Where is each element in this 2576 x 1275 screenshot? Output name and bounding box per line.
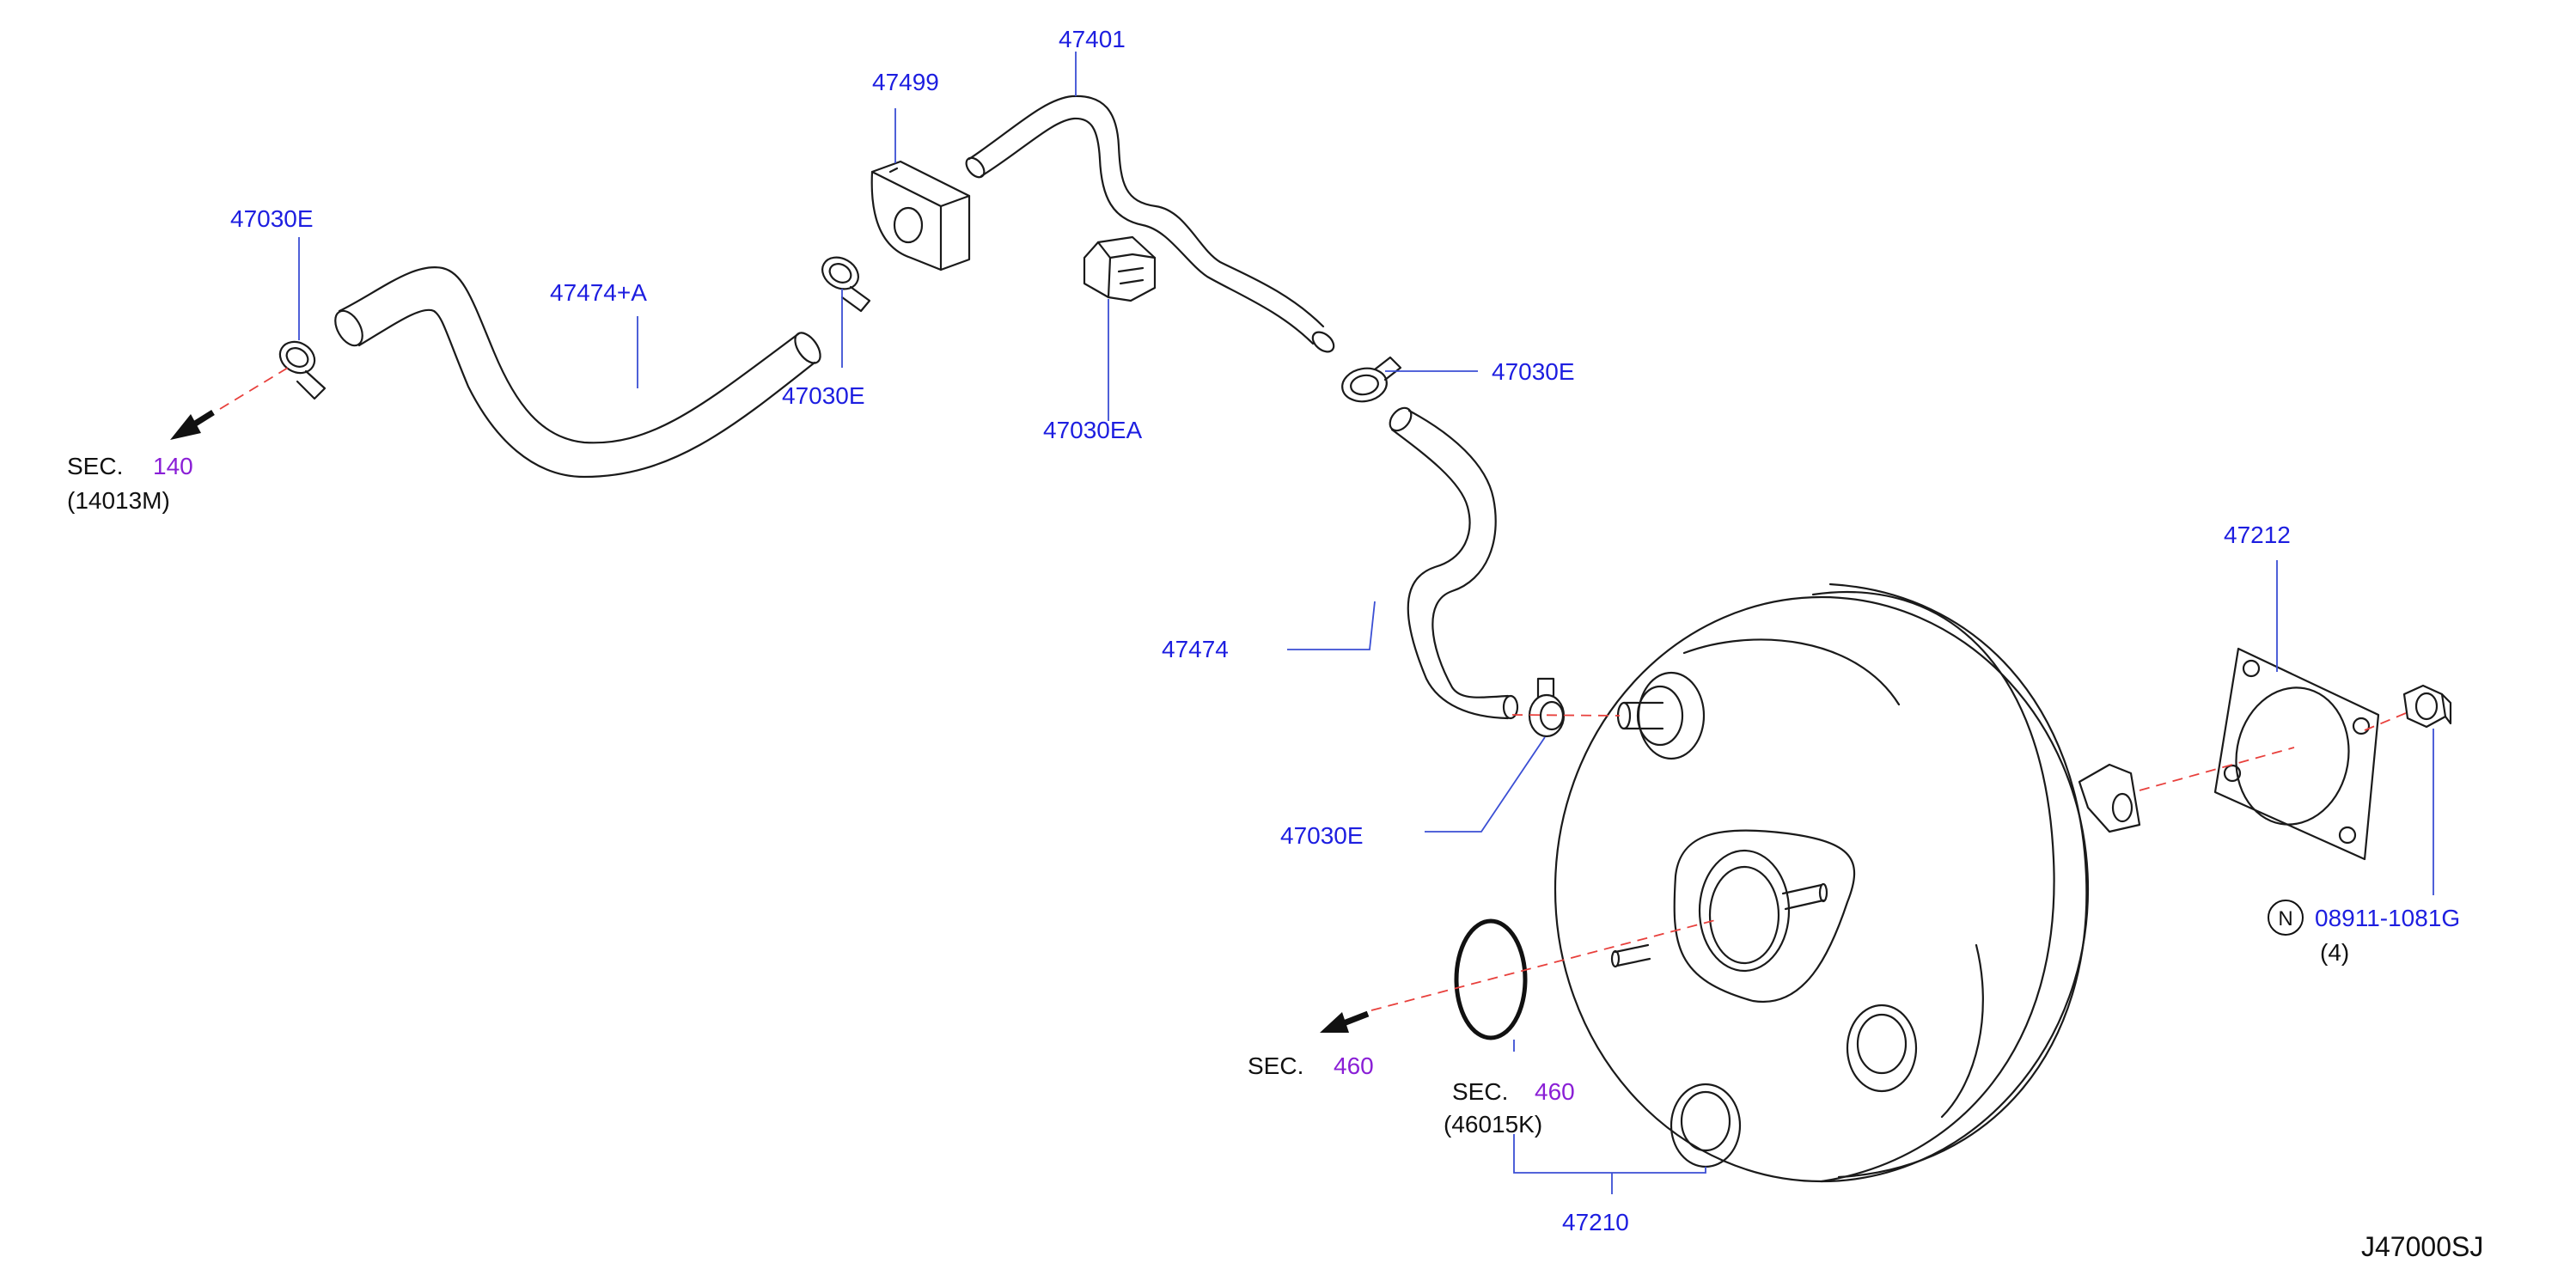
nut-08911-1081g	[2402, 684, 2452, 729]
direction-arrow-sec140	[170, 410, 215, 440]
section-ref-460-left: SEC. 460	[1248, 1052, 1374, 1079]
section-ref-460-oring: SEC. 460 (46015K)	[1444, 1078, 1575, 1138]
label-47030e-left: 47030E	[230, 205, 314, 232]
o-ring-46015k	[1454, 918, 1528, 1040]
label-08911-1081g: 08911-1081G	[2315, 905, 2460, 931]
diagram-id: J47000SJ	[2361, 1231, 2483, 1262]
hose-47474a	[334, 265, 821, 479]
label-47212: 47212	[2224, 522, 2291, 548]
sec-prefix-140: SEC.	[67, 453, 123, 479]
sec-number-460-oring: 460	[1535, 1078, 1575, 1105]
label-47030ea: 47030EA	[1043, 417, 1143, 443]
bracket-47499	[870, 160, 971, 271]
clamp-47030e-right	[1341, 356, 1402, 403]
hose-47474	[1389, 406, 1519, 720]
sec-ref-46015k: (46015K)	[1444, 1111, 1542, 1138]
label-47401: 47401	[1059, 26, 1126, 52]
sec-prefix-460-left: SEC.	[1248, 1052, 1303, 1079]
clamp-47030e-mid	[821, 256, 871, 313]
clamp-47030e-left	[278, 340, 327, 400]
leader-lines	[298, 52, 2434, 1194]
section-ref-140: SEC. 140 (14013M)	[67, 453, 193, 514]
assembly-axis-lines	[219, 364, 2407, 1011]
sec-ref-14013m: (14013M)	[67, 487, 170, 514]
label-47499: 47499	[872, 69, 939, 95]
sec-number-460-left: 460	[1334, 1052, 1374, 1079]
clip-47030ea	[1083, 235, 1157, 302]
nut-symbol: N	[2278, 907, 2292, 930]
label-47030e-mid: 47030E	[782, 382, 865, 409]
direction-arrow-sec460	[1320, 1010, 1370, 1033]
pipe-47401	[965, 95, 1335, 353]
sec-prefix-460-oring: SEC.	[1452, 1078, 1508, 1105]
sec-number-140: 140	[153, 453, 193, 479]
label-47474: 47474	[1162, 636, 1229, 662]
label-47474a: 47474+A	[550, 279, 647, 306]
label-47210: 47210	[1562, 1209, 1629, 1235]
gasket-47212	[2213, 647, 2380, 861]
label-nut-quantity: (4)	[2320, 939, 2349, 966]
nut-callout: N 08911-1081G (4)	[2268, 900, 2460, 966]
label-47030e-low: 47030E	[1280, 822, 1364, 849]
label-47030e-right: 47030E	[1492, 358, 1575, 385]
brake-booster-47210	[1554, 583, 2141, 1183]
clamp-47030e-low	[1528, 677, 1566, 738]
